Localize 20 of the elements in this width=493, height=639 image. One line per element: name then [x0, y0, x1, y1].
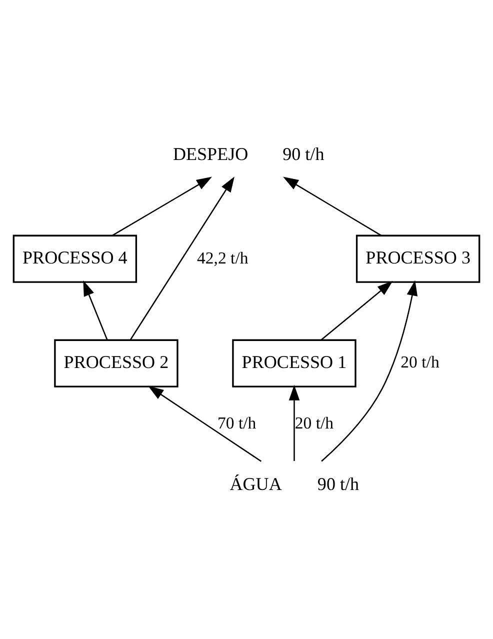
node-box: PROCESSO 2 — [54, 339, 178, 388]
arrow — [321, 280, 418, 462]
edge-label: 42,2 t/h — [197, 248, 248, 268]
arrow — [288, 384, 300, 462]
arrow — [112, 176, 212, 236]
node-label: 90 t/h — [317, 474, 360, 494]
arrow — [320, 280, 393, 340]
arrow — [148, 386, 262, 462]
arrow — [83, 280, 108, 340]
edge-label: 20 t/h — [400, 352, 440, 372]
node-text: DESPEJO — [172, 144, 248, 164]
edge-label: 70 t/h — [217, 413, 256, 432]
node-box: PROCESSO 1 — [232, 339, 356, 388]
arrow — [130, 176, 234, 340]
node-box: PROCESSO 4 — [12, 234, 138, 283]
edge-label: 20 t/h — [294, 413, 334, 432]
node-box: PROCESSO 3 — [356, 234, 480, 283]
arrow — [283, 176, 382, 236]
node-label: 90 t/h — [282, 144, 324, 164]
node-text: ÁGUA — [230, 474, 282, 494]
